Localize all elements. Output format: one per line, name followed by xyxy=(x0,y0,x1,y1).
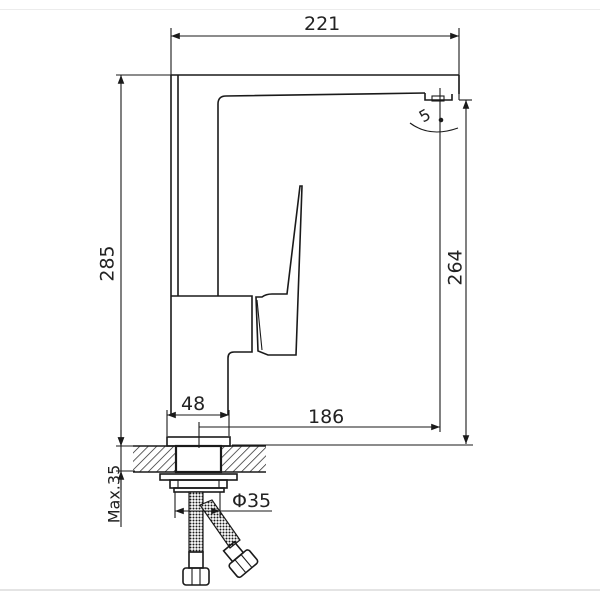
dim-48-line xyxy=(166,410,230,436)
dim-285-line xyxy=(116,74,245,447)
dim-186-line xyxy=(198,150,441,448)
dim-label-base-width: 48 xyxy=(181,393,206,415)
faucet-body xyxy=(170,74,460,415)
dim-221-line xyxy=(170,28,460,100)
dim-phi35-line xyxy=(174,492,272,518)
dim-label-deck-thickness: Max.35 xyxy=(104,464,124,524)
countertop-section xyxy=(133,436,266,474)
mounting-hardware xyxy=(159,473,238,493)
dim-label-total-height: 285 xyxy=(96,245,119,282)
dim-264-line xyxy=(232,99,473,446)
frame-top-border xyxy=(0,9,600,10)
dim-label-outlet-offset: 186 xyxy=(308,406,345,428)
dim-label-spout-reach: 221 xyxy=(304,13,341,35)
dim-label-hole-diameter: Φ35 xyxy=(232,490,272,512)
dim-max35-line xyxy=(116,430,135,527)
frame-bottom-border xyxy=(0,589,600,591)
dim-label-outlet-height: 264 xyxy=(444,249,467,286)
